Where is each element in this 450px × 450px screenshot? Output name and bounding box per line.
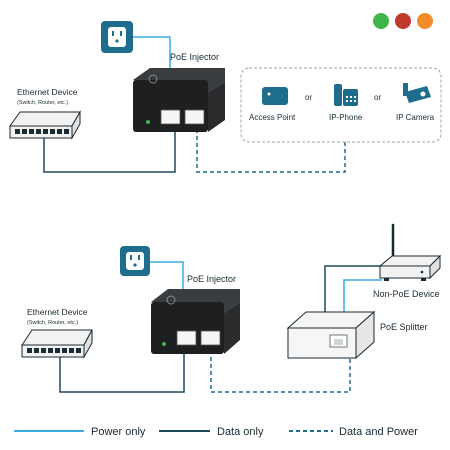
ip-camera-icon [403,83,431,103]
legend-label: Data only [217,426,264,438]
ethernet-device-title: Ethernet Device [17,87,78,97]
pd-item-label: IP Camera [396,113,435,122]
injector-label: PoE Injector [170,52,219,62]
access-point-icon [262,87,288,105]
orange-dot[interactable] [417,13,433,29]
poe-injector [133,68,225,132]
window-dots [373,13,433,29]
poe-splitter [286,310,376,360]
power-outlet-icon [120,246,150,276]
non-poe-device [378,223,442,281]
ethernet-device-title: Ethernet Device [27,307,88,317]
non-poe-device-label: Non-PoE Device [373,289,440,299]
legend: Power only Data only Data and Power [14,426,418,438]
data-only-line [43,129,176,173]
data-and-power-line [196,129,346,173]
pd-item-label: IP-Phone [329,113,363,122]
power-outlet-icon [101,21,133,53]
data-only-line [324,265,382,312]
data-and-power-line [210,350,351,393]
ethernet-port[interactable] [160,109,181,125]
poe-injector [151,289,240,354]
ethernet-switch [9,110,81,140]
legend-label: Power only [91,426,146,438]
ethernet-switch [21,329,93,359]
injector-label: PoE Injector [187,274,236,284]
ethernet-port[interactable] [200,330,221,346]
status-led [162,342,166,346]
bottom-diagram: PoE Injector Ethernet Device [21,223,442,393]
green-dot[interactable] [373,13,389,29]
ethernet-port[interactable] [176,330,197,346]
status-led [146,120,150,124]
separator-or: or [305,93,312,102]
power-only-line [343,279,382,312]
injector-logo-icon [148,74,158,84]
top-diagram: PoE Injector Ethernet Device (Switch, Ro… [9,21,442,173]
pd-item-label: Access Point [249,113,296,122]
powered-device-box: or or Access Point IP-Phone IP Camera [240,67,442,143]
power-only-line [150,261,184,292]
separator-or: or [374,93,381,102]
data-only-line [59,350,185,393]
legend-label: Data and Power [339,426,418,438]
ethernet-device-subtitle: (Switch, Router, etc.) [17,100,68,106]
injector-logo-icon [166,295,176,305]
ip-phone-icon [334,84,358,106]
ethernet-device-subtitle: (Switch, Router, etc.) [27,320,78,326]
ethernet-port[interactable] [184,109,205,125]
power-only-line [133,36,171,74]
poe-splitter-label: PoE Splitter [380,322,428,332]
red-dot[interactable] [395,13,411,29]
